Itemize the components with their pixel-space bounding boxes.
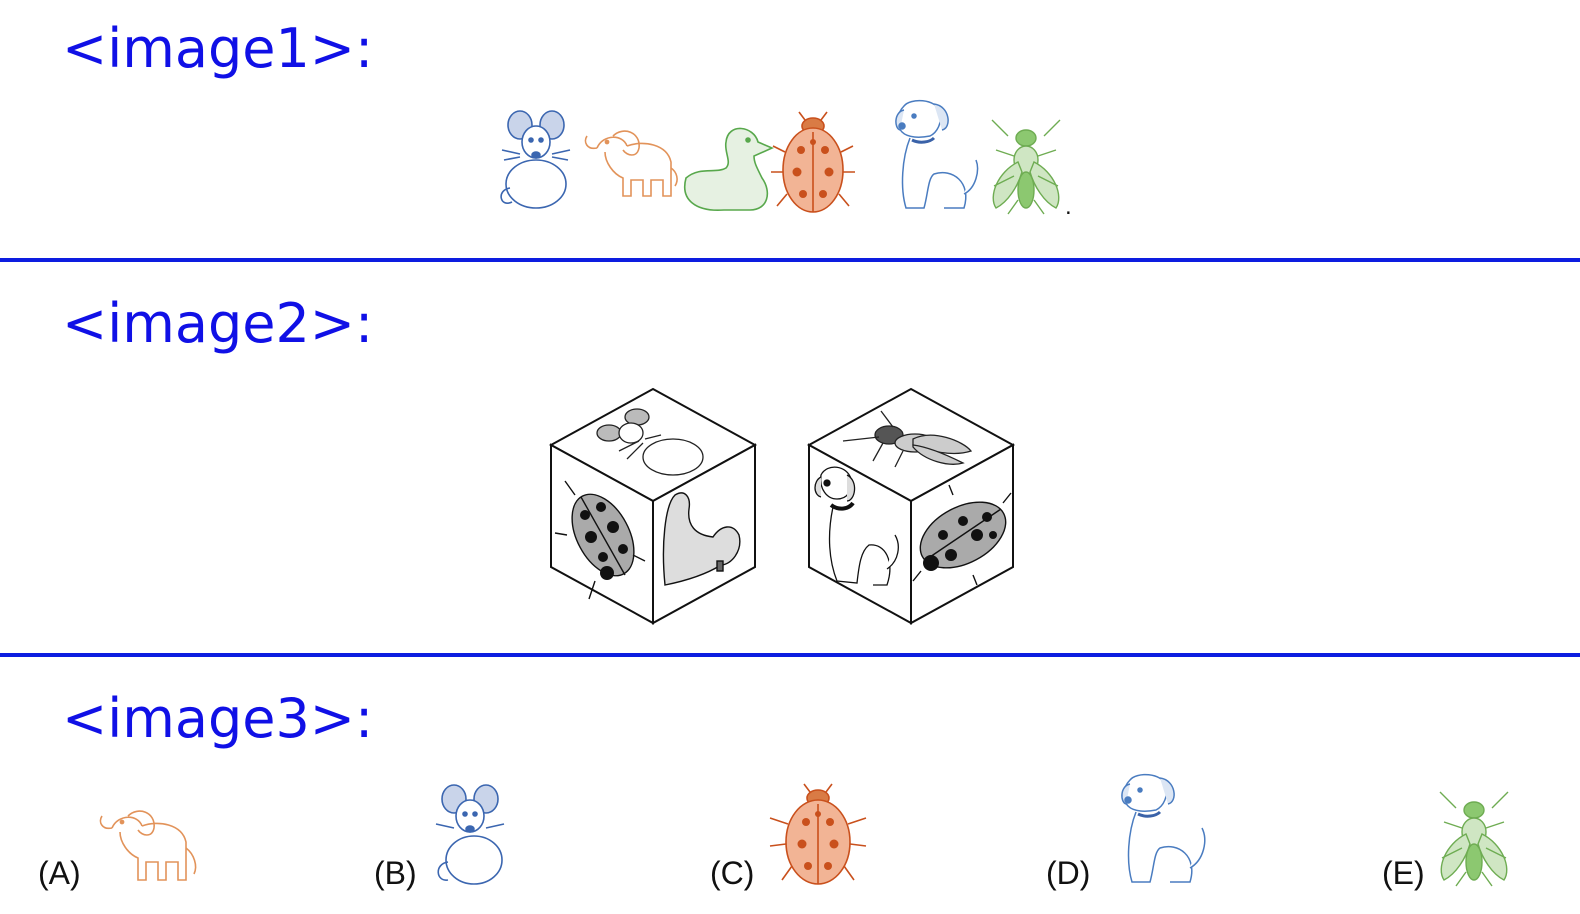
cube-right-dog-icon xyxy=(814,466,899,586)
option-e-label: (E) xyxy=(1382,855,1425,891)
section-label-image3: <image3>: xyxy=(62,687,374,750)
sequence-period: . xyxy=(1065,193,1072,220)
fly-icon xyxy=(1439,791,1509,887)
cube-left-ladybug-icon xyxy=(554,480,646,600)
option-d[interactable]: (D) xyxy=(1046,770,1246,900)
cube-right-top-fly-icon xyxy=(842,410,973,468)
mouse-icon xyxy=(500,110,571,209)
cube-right-ladybug-icon xyxy=(912,484,1012,586)
section-divider-2 xyxy=(0,653,1580,657)
fly-icon xyxy=(991,119,1061,215)
dog-icon xyxy=(1121,773,1206,883)
option-e[interactable]: (E) xyxy=(1382,770,1562,900)
option-b[interactable]: (B) xyxy=(374,770,574,900)
elephant-icon xyxy=(99,810,197,881)
ladybug-icon xyxy=(769,783,867,885)
option-b-label: (B) xyxy=(374,855,417,891)
cube-left-duck-icon xyxy=(662,492,741,586)
animal-sequence: . xyxy=(495,98,1085,222)
cube-left-top-mouse-icon xyxy=(596,408,704,476)
duck-icon xyxy=(684,127,774,211)
ladybug-icon xyxy=(771,111,855,213)
section-label-image2: <image2>: xyxy=(62,292,374,355)
option-a-label: (A) xyxy=(38,855,81,891)
left-cube xyxy=(548,387,758,625)
option-c-label: (C) xyxy=(710,855,755,891)
option-c[interactable]: (C) xyxy=(710,770,910,900)
section-label-image1: <image1>: xyxy=(62,17,374,80)
option-d-label: (D) xyxy=(1046,855,1091,891)
section-divider-1 xyxy=(0,258,1580,262)
cube-views xyxy=(545,385,1020,630)
elephant-icon xyxy=(584,130,678,197)
option-a[interactable]: (A) xyxy=(38,770,238,900)
dog-icon xyxy=(895,99,979,209)
right-cube xyxy=(806,387,1016,625)
mouse-icon xyxy=(435,784,505,885)
